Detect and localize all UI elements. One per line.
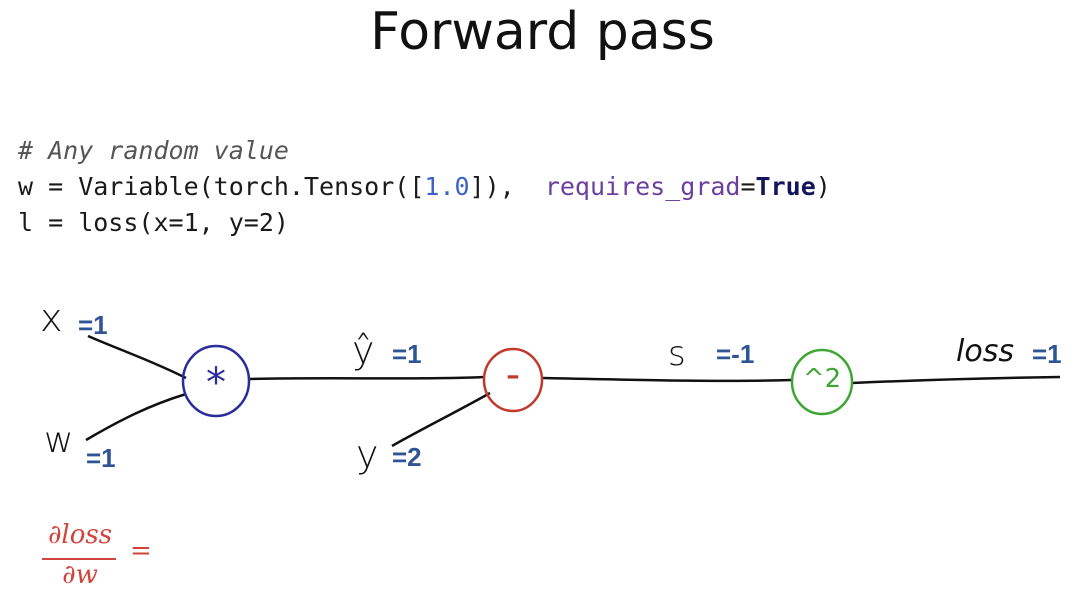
slide-title: Forward pass [370, 2, 715, 62]
loss-label: loss [956, 334, 1014, 369]
s-label: s [668, 334, 686, 374]
code-line-w: w = Variable(torch.Tensor([1.0]), requir… [18, 169, 831, 205]
derivative-denominator: ∂w [62, 560, 98, 590]
edge-sq-loss [851, 375, 1061, 385]
y-label: y [356, 432, 379, 476]
x-value: =1 [78, 310, 108, 340]
mul-op-label: * [206, 360, 226, 406]
edge-x-mul [87, 334, 187, 380]
sub-op-label: - [505, 352, 521, 398]
code-w-bool: True [755, 172, 816, 201]
code-block: # Any random value w = Variable(torch.Ten… [18, 133, 831, 241]
edge-y-sub [391, 391, 491, 448]
code-w-prefix: w = Variable(torch.Tensor([ [18, 172, 425, 201]
code-line-loss: l = loss(x=1, y=2) [18, 208, 289, 237]
w-label: w [44, 420, 74, 461]
yhat-label: ŷ [352, 328, 375, 372]
edge-sub-sq [542, 376, 793, 383]
code-w-eq: = [740, 172, 756, 201]
derivative-numerator: ∂loss [47, 520, 113, 550]
x-label: x [40, 296, 63, 340]
s-value: =-1 [716, 339, 755, 369]
code-w-end: ) [815, 172, 831, 201]
sq-op-label: ^2 [802, 364, 842, 394]
y-value: =2 [392, 442, 422, 472]
edge-mul-sub [249, 375, 486, 381]
code-w-mid: ]), [469, 172, 545, 201]
code-w-number: 1.0 [424, 172, 470, 201]
w-value: =1 [86, 443, 116, 473]
yhat-value: =1 [392, 339, 422, 369]
fraction-bar [42, 558, 116, 560]
code-comment: # Any random value [18, 136, 289, 165]
code-w-keyword: requires_grad [544, 172, 741, 201]
derivative-equals: = [130, 536, 152, 566]
edge-w-mul [85, 392, 187, 442]
loss-value: =1 [1032, 339, 1062, 369]
